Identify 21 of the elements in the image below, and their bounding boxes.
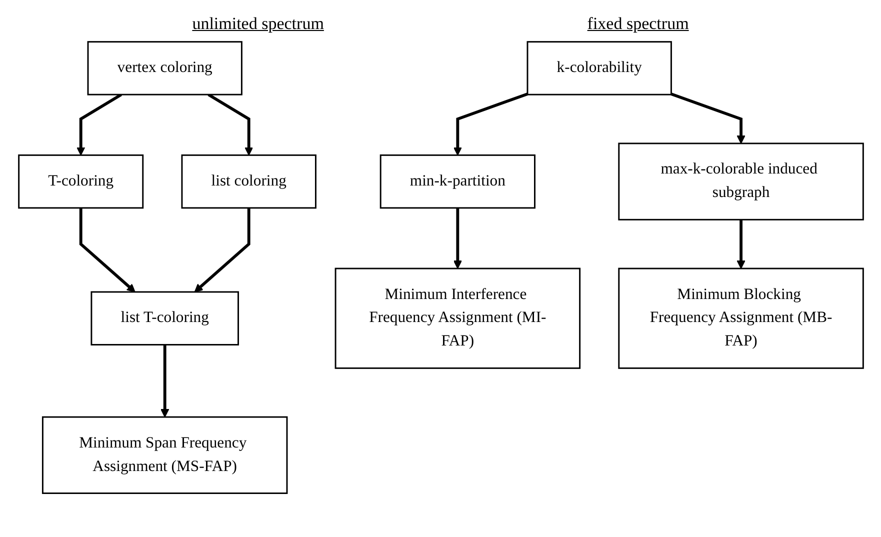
node-box: list T-coloring <box>90 291 238 346</box>
node-box: vertex coloring <box>86 41 242 96</box>
node-box: Minimum Span Frequency Assignment (MS-FAP) <box>41 416 288 494</box>
node-box: Minimum Interference Frequency Assignment (MI-FAP) <box>334 268 580 369</box>
arrow <box>736 220 745 269</box>
arrow <box>76 93 122 156</box>
section-heading: fixed spectrum <box>587 14 689 34</box>
node-box: max-k-colorable induced subgraph <box>618 142 864 220</box>
arrow <box>160 344 169 418</box>
arrow <box>670 92 745 144</box>
arrow <box>78 208 135 292</box>
node-box: Minimum Blocking Frequency Assignment (MB-FAP) <box>618 268 864 369</box>
arrow <box>207 93 253 156</box>
arrow <box>452 208 462 269</box>
node-box: T-coloring <box>18 154 144 209</box>
node-box: min-k-partition <box>379 154 535 209</box>
arrow <box>452 92 528 156</box>
node-box: list coloring <box>180 154 316 209</box>
arrow <box>194 208 250 292</box>
section-heading: unlimited spectrum <box>192 14 324 34</box>
node-box: k-colorability <box>526 41 672 96</box>
